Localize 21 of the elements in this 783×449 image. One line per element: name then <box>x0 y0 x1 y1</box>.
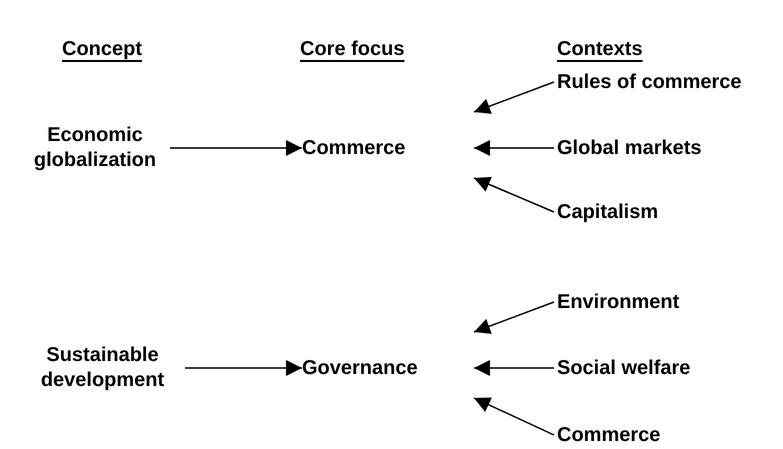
arrow <box>474 397 554 436</box>
node-label: Economic globalization <box>32 123 158 173</box>
node-label: Capitalism <box>557 200 658 224</box>
column-heading: Concept <box>62 38 142 61</box>
arrow <box>185 360 302 376</box>
column-heading: Contexts <box>557 38 643 61</box>
node-label: Governance <box>302 356 418 380</box>
node-label: Social welfare <box>557 356 690 380</box>
node-label: Sustainable development <box>40 343 166 393</box>
arrow <box>474 301 554 334</box>
arrow <box>474 140 554 156</box>
node-label: Environment <box>557 290 680 314</box>
arrow <box>474 360 554 376</box>
arrow <box>474 81 554 114</box>
column-heading: Core focus <box>300 38 404 61</box>
node-label: Commerce <box>302 136 406 160</box>
arrow <box>474 176 554 213</box>
node-label: Rules of commerce <box>557 70 742 94</box>
arrow <box>170 140 302 156</box>
node-label: Global markets <box>557 136 702 160</box>
node-label: Commerce <box>557 422 660 448</box>
